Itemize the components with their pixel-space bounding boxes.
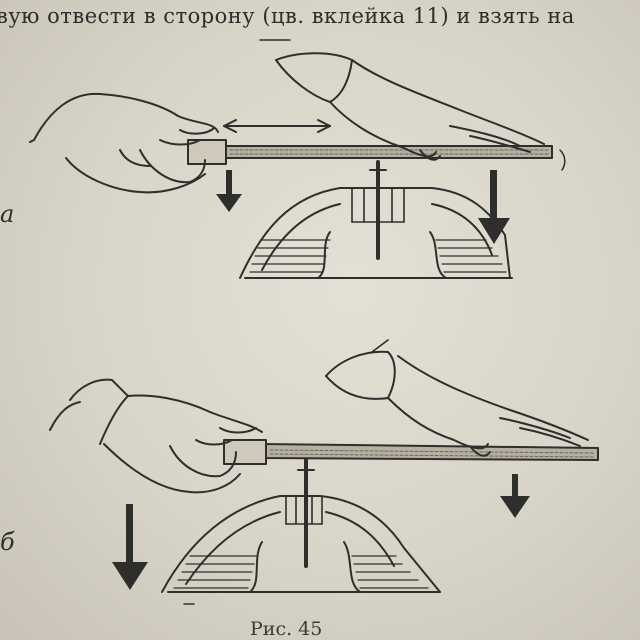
panel-a-figure [29,39,566,279]
left-hand-a [29,92,219,194]
panel-b-figure [49,339,599,605]
file-a [187,139,553,165]
force-arrow-right-b [500,474,530,518]
right-hand-a [259,39,545,161]
file-b [223,439,599,465]
vise-b [161,495,441,605]
vise-a [239,187,513,279]
panel-label-a: а [0,200,15,228]
left-hand-b [49,378,263,494]
panel-label-b: б [0,528,15,556]
force-arrow-left-b [112,504,148,590]
figure-caption: Рис. 45 [250,618,323,640]
page-header-text: вую отвести в сторону (цв. вклейка 11) и… [0,4,575,28]
motion-arrow-a [223,119,331,133]
right-hand-b [325,339,589,457]
force-arrow-left-a [216,170,242,212]
force-arrow-right-a [478,170,510,244]
